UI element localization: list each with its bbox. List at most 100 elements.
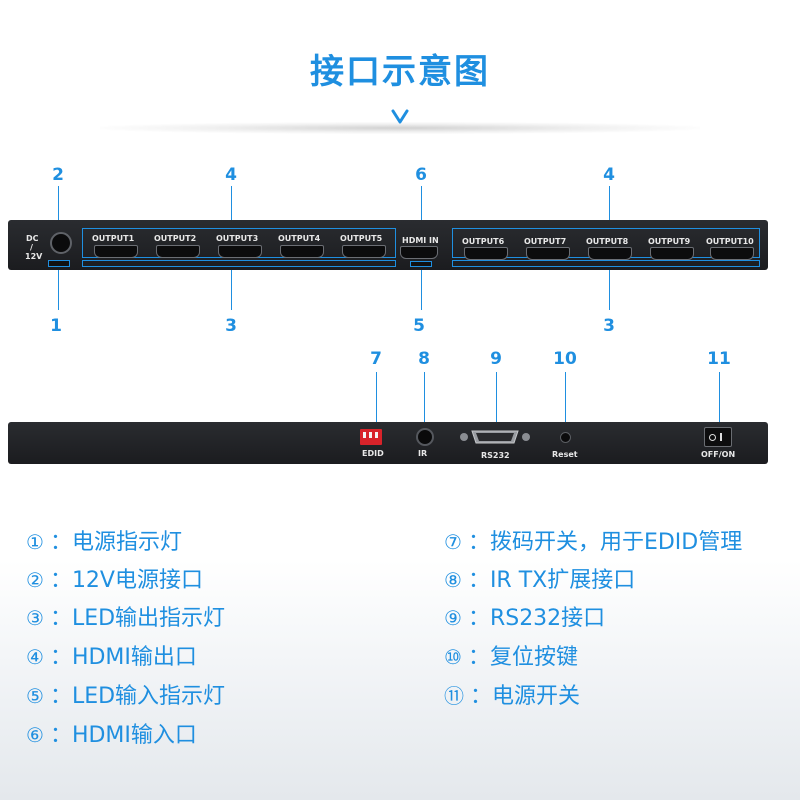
volt-label: 12V (25, 252, 43, 261)
legend-item-8: ⑧：IR TX扩展接口 (444, 562, 635, 594)
legend-item-6: ⑥：HDMI输入口 (26, 717, 197, 749)
callout-7: 7 (370, 349, 382, 369)
dc-power-jack[interactable] (50, 232, 72, 254)
legend-text: ：12V电源接口 (49, 568, 203, 593)
callout-line-2 (58, 186, 59, 242)
power-led (48, 260, 70, 267)
legend-item-11: ⑪：电源开关 (444, 678, 580, 710)
callout-line-1 (58, 266, 59, 310)
callout-line-3-right (609, 268, 610, 310)
callout-line-4-left (231, 186, 232, 228)
hdmi-output-4-port[interactable] (280, 245, 324, 258)
output6-label: OUTPUT6 (462, 237, 505, 246)
callout-line-4-right (609, 186, 610, 228)
power-switch-on-marker (720, 433, 722, 441)
dip-switch-toggle (369, 432, 372, 438)
reset-button[interactable] (560, 432, 571, 443)
callout-4-left: 4 (225, 165, 237, 185)
front-panel: DC / 12V OUTPUT1 OUTPUT2 OUTPUT3 OUTPUT4… (8, 220, 768, 270)
legend-text: ：电源指示灯 (49, 530, 182, 555)
page-title: 接口示意图 (310, 52, 490, 92)
legend-text: ：LED输出指示灯 (49, 606, 226, 631)
callout-8: 8 (418, 349, 430, 369)
legend-marker: ④ (26, 645, 44, 669)
ir-jack[interactable] (416, 428, 434, 446)
output4-label: OUTPUT4 (278, 234, 321, 243)
output9-label: OUTPUT9 (648, 237, 691, 246)
legend-marker: ⑤ (26, 684, 44, 708)
legend-marker: ③ (26, 606, 44, 630)
callout-2: 2 (52, 165, 64, 185)
callout-line-3-left (231, 268, 232, 310)
legend-marker: ② (26, 568, 44, 592)
hdmi-output-6-port[interactable] (464, 247, 508, 260)
power-switch[interactable] (704, 427, 732, 447)
callout-10: 10 (553, 349, 577, 369)
callout-4-right: 4 (603, 165, 615, 185)
legend-marker: ⑪ (444, 684, 464, 708)
output1-label: OUTPUT1 (92, 234, 135, 243)
dip-switch-toggle (375, 432, 378, 438)
hdmi-output-5-port[interactable] (342, 245, 386, 258)
output7-label: OUTPUT7 (524, 237, 567, 246)
callout-line-9 (496, 372, 497, 422)
callout-3-right: 3 (603, 316, 615, 336)
hdmi-output-1-port[interactable] (94, 245, 138, 258)
legend-text: ：拨码开关，用于EDID管理 (467, 530, 743, 555)
edid-label: EDID (362, 449, 384, 458)
legend-item-4: ④：HDMI输出口 (26, 639, 197, 671)
legend-item-2: ②：12V电源接口 (26, 562, 203, 594)
hdmi-input-port[interactable] (400, 246, 438, 259)
legend-marker: ① (26, 530, 44, 554)
reset-label: Reset (552, 450, 578, 459)
hdmi-in-label: HDMI IN (402, 236, 439, 245)
legend-item-9: ⑨：RS232接口 (444, 600, 605, 632)
power-label: OFF/ON (701, 450, 736, 459)
output-led-group-1-bracket (82, 260, 396, 267)
legend-item-1: ①：电源指示灯 (26, 524, 182, 556)
output5-label: OUTPUT5 (340, 234, 383, 243)
hdmi-output-8-port[interactable] (588, 247, 632, 260)
callout-5: 5 (413, 316, 425, 336)
ir-label: IR (418, 449, 428, 458)
chevron-down-icon (391, 109, 409, 124)
legend-text: ：HDMI输入口 (49, 723, 197, 748)
dip-switch-toggle (363, 432, 366, 438)
input-led (410, 261, 432, 267)
legend-marker: ⑦ (444, 530, 462, 554)
background-gradient (0, 560, 800, 800)
callout-6: 6 (415, 165, 427, 185)
legend-marker: ⑩ (444, 645, 462, 669)
callout-line-7 (376, 372, 377, 424)
dc-slash: / (30, 243, 33, 252)
legend-text: ：复位按键 (467, 645, 578, 670)
hdmi-output-10-port[interactable] (710, 247, 754, 260)
back-panel: EDID IR RS232 Reset OFF/ON (8, 422, 768, 464)
rs232-port[interactable] (458, 428, 532, 446)
callout-11: 11 (707, 349, 731, 369)
callout-1: 1 (50, 316, 62, 336)
legend-text: ：LED输入指示灯 (49, 684, 226, 709)
callout-line-8 (424, 372, 425, 424)
hdmi-output-3-port[interactable] (218, 245, 262, 258)
output-led-group-2-bracket (452, 260, 760, 267)
output2-label: OUTPUT2 (154, 234, 197, 243)
legend-marker: ⑥ (26, 723, 44, 747)
legend-text: ：IR TX扩展接口 (467, 568, 636, 593)
legend-text: ：RS232接口 (467, 606, 606, 631)
dip-switch[interactable] (360, 429, 382, 445)
dc-label: DC (26, 234, 39, 243)
legend-marker: ⑧ (444, 568, 462, 592)
hdmi-output-2-port[interactable] (156, 245, 200, 258)
legend-item-3: ③：LED输出指示灯 (26, 600, 225, 632)
hdmi-output-7-port[interactable] (526, 247, 570, 260)
output10-label: OUTPUT10 (706, 237, 754, 246)
legend-text: ：电源开关 (470, 684, 581, 709)
legend-item-7: ⑦：拨码开关，用于EDID管理 (444, 524, 742, 556)
callout-line-11 (719, 372, 720, 422)
legend-marker: ⑨ (444, 606, 462, 630)
hdmi-output-9-port[interactable] (650, 247, 694, 260)
legend-item-5: ⑤：LED输入指示灯 (26, 678, 225, 710)
callout-line-5 (421, 266, 422, 310)
callout-line-6 (421, 186, 422, 232)
